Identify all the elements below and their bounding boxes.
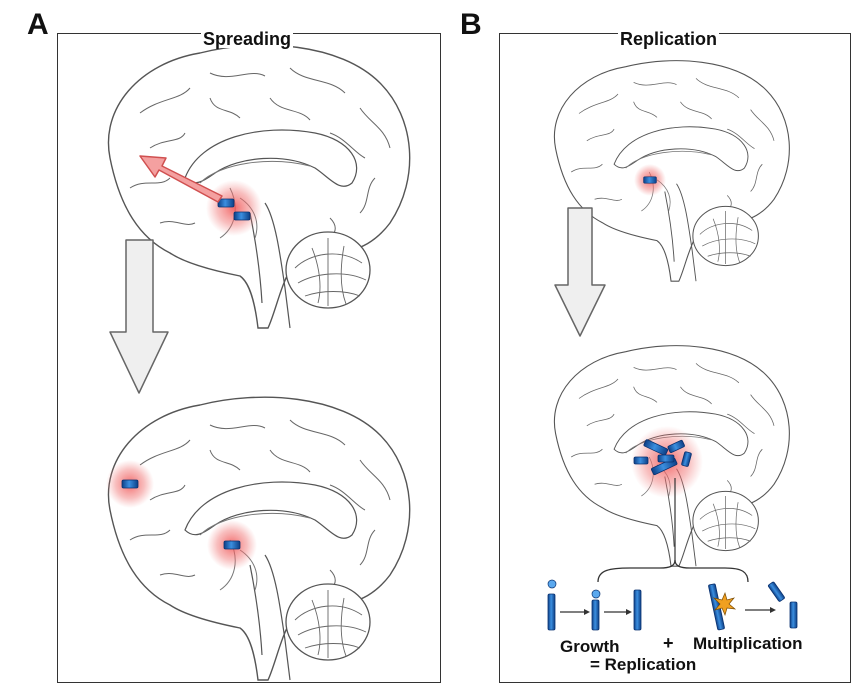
panel-a-title: Spreading <box>201 29 294 49</box>
growth-label: Growth <box>560 637 620 656</box>
replication-equation: = Replication <box>590 655 697 674</box>
panel-b-letter: B <box>460 8 482 41</box>
plus-sign: + <box>663 633 674 653</box>
curly-brace <box>597 559 749 583</box>
halo-a-top-origin <box>206 180 262 236</box>
brain-a-bottom <box>107 396 411 681</box>
down-arrow-b <box>554 207 606 337</box>
spread-arrow <box>139 155 223 203</box>
panel-a-letter: A <box>27 8 49 41</box>
seed-cluster-b-bottom <box>633 439 692 476</box>
seed-b-top <box>643 176 657 184</box>
seed-a-top-1 <box>217 198 235 208</box>
seed-a-top-2 <box>233 211 251 221</box>
down-arrow-a <box>109 239 169 394</box>
multiplication-sequence <box>708 581 798 631</box>
seed-a-bottom-origin <box>223 540 241 550</box>
fragmentation-star <box>712 591 737 617</box>
seed-a-bottom-frontal <box>121 479 139 489</box>
multiplication-label: Multiplication <box>693 634 803 653</box>
panel-b-title: Replication <box>618 29 720 49</box>
growth-sequence <box>547 579 642 631</box>
